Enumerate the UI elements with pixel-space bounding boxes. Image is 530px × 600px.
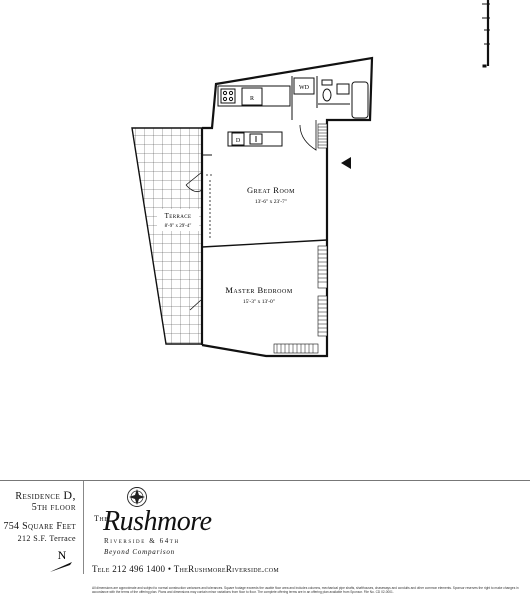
legal-disclaimer: All dimensions are approximate and subje…	[92, 586, 519, 594]
north-label: N	[58, 548, 67, 562]
residence-prefix: Residence	[15, 491, 61, 502]
dishwasher-box	[231, 132, 245, 146]
great-room-dims: 13'-6" x 23'-7"	[255, 199, 287, 205]
kitchen-sink	[249, 133, 263, 145]
master-bedroom-dims: 15'-3" x 13'-0"	[243, 299, 275, 305]
great-room-label: Great Room	[247, 185, 295, 195]
washer-dryer-label: WD	[299, 85, 310, 91]
floor-plan: R D WD Great Room 13'-6" x 23'	[131, 0, 490, 358]
terrace-dims: 8'-9" x 29'-4"	[165, 224, 192, 229]
interior-square-feet: 754 Square Feet	[3, 521, 76, 532]
refrigerator-label: R	[250, 96, 254, 102]
master-bedroom-label: Master Bedroom	[225, 285, 293, 295]
terrace-label-backdrop	[157, 209, 199, 231]
north-arrow-icon: N	[50, 548, 72, 572]
residence-letter: D,	[63, 488, 76, 502]
toilet	[322, 88, 332, 102]
refrigerator	[241, 87, 263, 106]
kitchen-island	[227, 131, 283, 147]
rushmore-crest-icon	[127, 487, 147, 507]
stove	[220, 88, 236, 104]
radiator-fins	[276, 126, 327, 353]
brand-logo-wordmark: Rushmore	[103, 506, 212, 537]
adjacent-building-fragment	[482, 0, 490, 68]
kitchen	[217, 85, 291, 147]
terrace-floor	[131, 127, 203, 345]
residence-floor: 5th floor	[31, 502, 76, 513]
bathroom	[291, 76, 369, 120]
brand-subtitle: Riverside & 64th	[104, 537, 180, 545]
vanity-sink	[336, 83, 350, 95]
interior-walls	[185, 120, 328, 311]
contact-line: Tele 212 496 1400 • TheRushmoreRiverside…	[92, 564, 280, 574]
footer-divider	[83, 481, 84, 574]
residence-title: Residence D,	[15, 488, 76, 503]
bathtub	[351, 81, 369, 119]
terrace-label: Terrace	[165, 212, 192, 220]
brand-the: The	[94, 514, 109, 523]
dishwasher-label: D	[236, 138, 241, 144]
washer-dryer-closet	[293, 77, 315, 95]
entry-arrow-icon	[341, 157, 351, 169]
terrace-square-feet: 212 S.F. Terrace	[17, 534, 76, 543]
brand-slogan: Beyond Comparison	[104, 548, 175, 556]
footer-rule	[0, 480, 530, 481]
